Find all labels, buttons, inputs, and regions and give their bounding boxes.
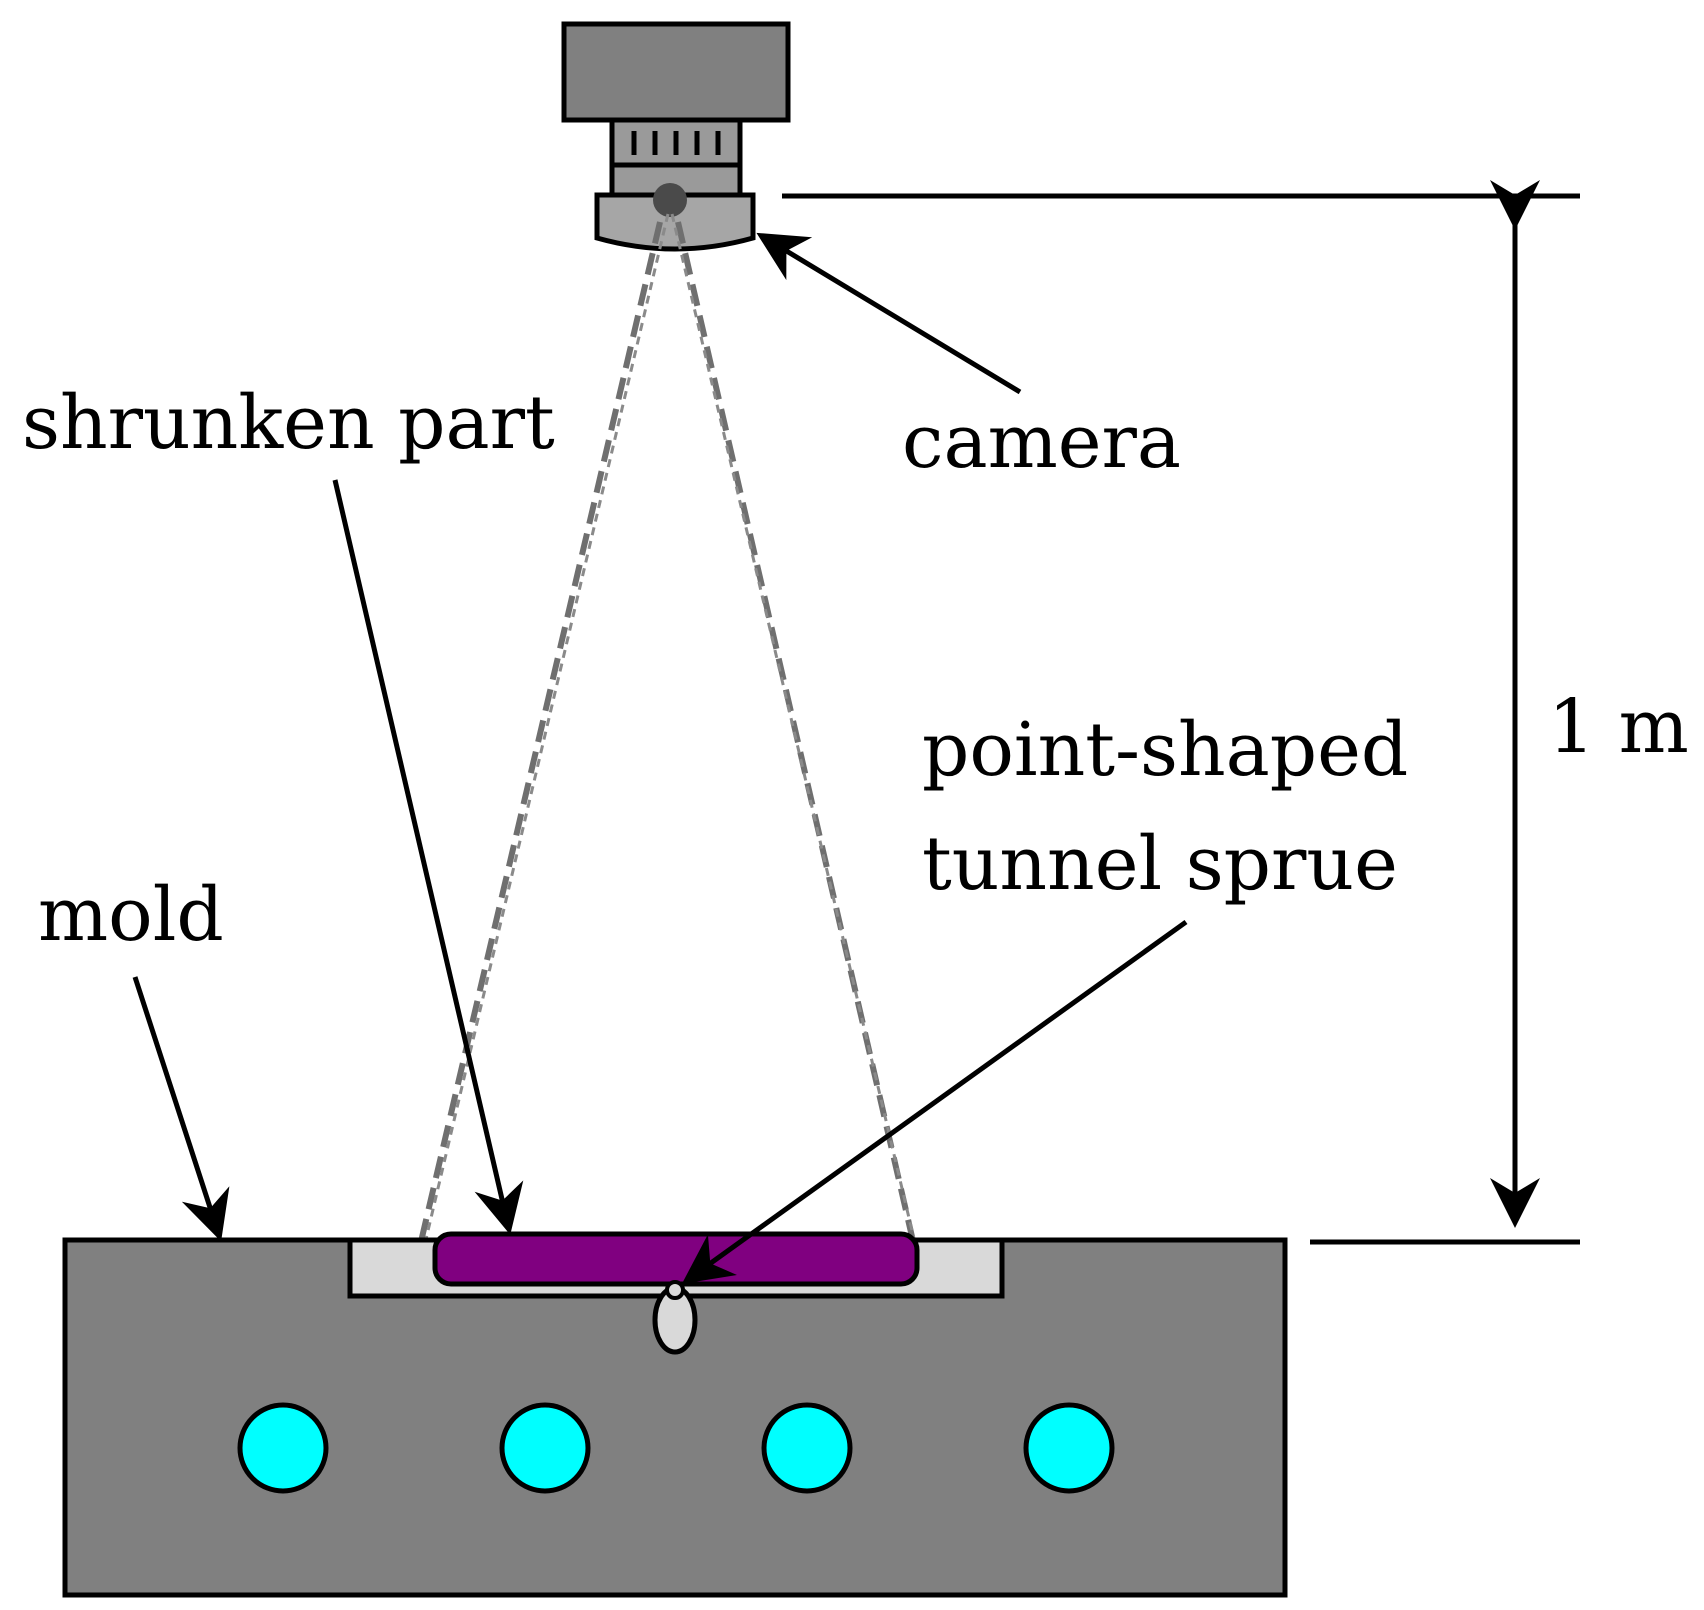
fov-right-line-thin [670,213,928,1291]
distance-dimension [782,180,1580,1245]
tunnel-sprue-point [665,1280,685,1300]
camera-label: camera [902,399,1181,485]
mold-label: mold [38,872,224,958]
cooling-channels [237,1402,1115,1494]
camera-icon [561,21,791,252]
cooling-channel-icon [237,1402,329,1494]
camera-field-of-view [409,213,928,1291]
mold [62,1231,1288,1598]
camera-body [561,21,791,123]
fov-left-line [409,221,663,1281]
tunnel-sprue-label: tunnel sprue [922,821,1398,907]
shrunken-part [432,1231,920,1287]
shrunken-part-callout-arrow [332,479,524,1235]
point-shaped-label: point-shaped [922,707,1408,793]
distance-label: 1 m [1548,684,1689,770]
tunnel-sprue-callout-arrow [681,919,1188,1284]
cooling-channel-icon [1023,1402,1115,1494]
camera-lens-front [594,192,756,252]
cooling-channel-icon [761,1402,853,1494]
camera-sensor-dot [653,183,687,217]
mold-callout-arrow [132,976,230,1242]
camera-callout-arrow [756,232,1022,395]
cooling-channel-icon [499,1402,591,1494]
fov-left-line-thin [412,213,670,1291]
shrunken-part-label: shrunken part [22,380,555,466]
camera-grip-ticks [631,131,721,155]
